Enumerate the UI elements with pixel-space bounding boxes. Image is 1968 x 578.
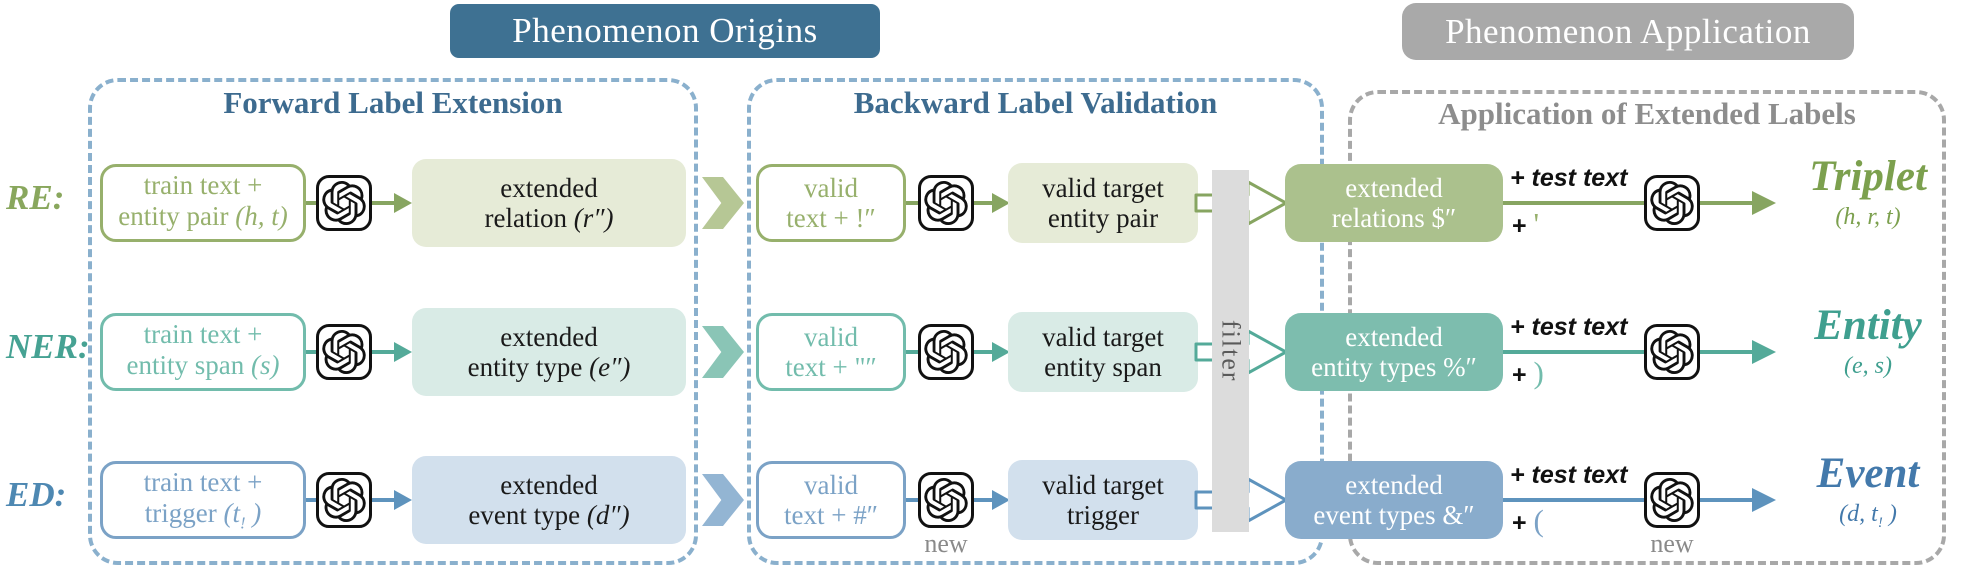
forward-arrowhead-icon [394, 193, 412, 213]
box-text-line: trigger (t! ) [144, 497, 262, 532]
valid-target-box: valid target entity span [1008, 312, 1198, 392]
box-text-line: entity pair [1047, 203, 1159, 233]
box-text-line: text + "″ [785, 352, 877, 382]
extended-labels-box: extended event types &″ [1285, 461, 1503, 539]
gpt-icon [918, 175, 974, 231]
section-chevron-icon [702, 326, 744, 378]
box-text-line: text + !″ [786, 203, 876, 233]
section-chevron-icon [702, 474, 744, 526]
box-text-line: entity span (s) [126, 349, 280, 380]
row-label-re: RE: [6, 178, 65, 217]
box-text-line: valid target [1042, 172, 1164, 203]
valid-target-box: valid target trigger [1008, 460, 1198, 540]
row-label-ed: ED: [6, 475, 67, 514]
forward-output-box: extended relation (r″) [412, 159, 686, 247]
gpt-icon [316, 175, 372, 231]
backward-arrowhead-icon [992, 490, 1010, 510]
plus-symbol-label: + ) [1512, 355, 1544, 390]
application-arrowhead-icon [1752, 488, 1776, 512]
plus-symbol-label: + ' [1512, 206, 1540, 241]
backward-section-title: Backward Label Validation [853, 85, 1218, 120]
result-label: Event [1816, 450, 1920, 497]
result-math-label: (e, s) [1844, 353, 1892, 379]
box-text-line: text + #″ [784, 500, 878, 530]
filter-label: filter [1216, 319, 1246, 383]
gpt-icon [316, 472, 372, 528]
application-section-title: Application of Extended Labels [1438, 96, 1856, 131]
forward-arrowhead-icon [394, 490, 412, 510]
plus-test-text-label: + test text [1510, 461, 1628, 489]
box-text-line: extended [1345, 321, 1443, 352]
box-text-line: event type (d″) [468, 500, 630, 530]
backward-input-box: valid text + "″ [756, 313, 906, 391]
box-text-line: valid [804, 321, 858, 352]
application-arrow [1503, 498, 1771, 502]
gpt-icon [918, 472, 974, 528]
box-text-line: train text + [143, 170, 263, 201]
box-text-line: valid [804, 469, 858, 500]
forward-input-box: train text + trigger (t! ) [100, 461, 306, 539]
plus-symbol-label: + ( [1512, 503, 1544, 538]
new-label: new [924, 529, 968, 558]
box-text-line: extended [1345, 172, 1443, 203]
box-text-line: event types &″ [1313, 500, 1475, 530]
box-text-line: relation (r″) [484, 203, 614, 233]
gpt-icon [1644, 324, 1700, 380]
backward-arrowhead-icon [992, 193, 1010, 213]
result-math-label: (h, r, t) [1835, 204, 1901, 230]
result-math-label: (d, t! ) [1839, 501, 1897, 531]
box-text-line: entity span [1044, 352, 1162, 382]
application-arrow [1503, 350, 1771, 354]
box-text-line: trigger [1067, 500, 1139, 530]
extended-labels-box: extended relations $″ [1285, 164, 1503, 242]
row-ner: NER: train text + entity span (s) extend… [0, 302, 1968, 397]
application-arrowhead-icon [1752, 191, 1776, 215]
forward-arrowhead-icon [394, 342, 412, 362]
plus-test-text-label: + test text [1510, 164, 1628, 192]
box-text-line: train text + [143, 319, 263, 350]
box-text-line: extended [1345, 469, 1443, 500]
filter-bar: filter [1212, 170, 1249, 532]
application-arrowhead-icon [1752, 340, 1776, 364]
gpt-icon [316, 324, 372, 380]
result-label: Triplet [1809, 153, 1927, 200]
valid-target-box: valid target entity pair [1008, 163, 1198, 243]
phenomenon-origins-badge: Phenomenon Origins [450, 4, 880, 58]
box-text-line: entity type (e″) [467, 352, 631, 382]
forward-input-box: train text + entity span (s) [100, 313, 306, 391]
forward-section-title: Forward Label Extension [223, 85, 563, 120]
forward-output-box: extended entity type (e″) [412, 308, 686, 396]
section-chevron-icon [702, 177, 744, 229]
plus-test-text-label: + test text [1510, 313, 1628, 341]
box-text-line: extended [500, 172, 598, 203]
box-text-line: relations $″ [1331, 203, 1457, 233]
gpt-icon [1644, 472, 1700, 528]
row-ed: ED: train text + trigger (t! ) extended … [0, 450, 1968, 558]
box-text-line: extended [500, 469, 598, 500]
forward-output-box: extended event type (d″) [412, 456, 686, 544]
box-text-line: entity pair (h, t) [118, 200, 288, 231]
extended-labels-box: extended entity types %″ [1285, 313, 1503, 391]
box-text-line: extended [500, 321, 598, 352]
phenomenon-application-badge: Phenomenon Application [1402, 3, 1854, 60]
box-text-line: valid target [1042, 469, 1164, 500]
backward-input-box: valid text + #″ [756, 461, 906, 539]
gpt-icon [1644, 175, 1700, 231]
backward-input-box: valid text + !″ [756, 164, 906, 242]
box-text-line: valid [804, 172, 858, 203]
forward-label-extension-section [88, 78, 698, 565]
application-arrow [1503, 201, 1771, 205]
gpt-icon [918, 324, 974, 380]
row-re: RE: train text + entity pair (h, t) exte… [0, 153, 1968, 248]
box-text-line: valid target [1042, 321, 1164, 352]
result-label: Entity [1814, 302, 1922, 349]
new-label: new [1650, 529, 1694, 558]
backward-arrowhead-icon [992, 342, 1010, 362]
box-text-line: entity types %″ [1311, 352, 1477, 382]
forward-input-box: train text + entity pair (h, t) [100, 164, 306, 242]
box-text-line: train text + [143, 467, 263, 498]
row-label-ner: NER: [6, 327, 90, 366]
